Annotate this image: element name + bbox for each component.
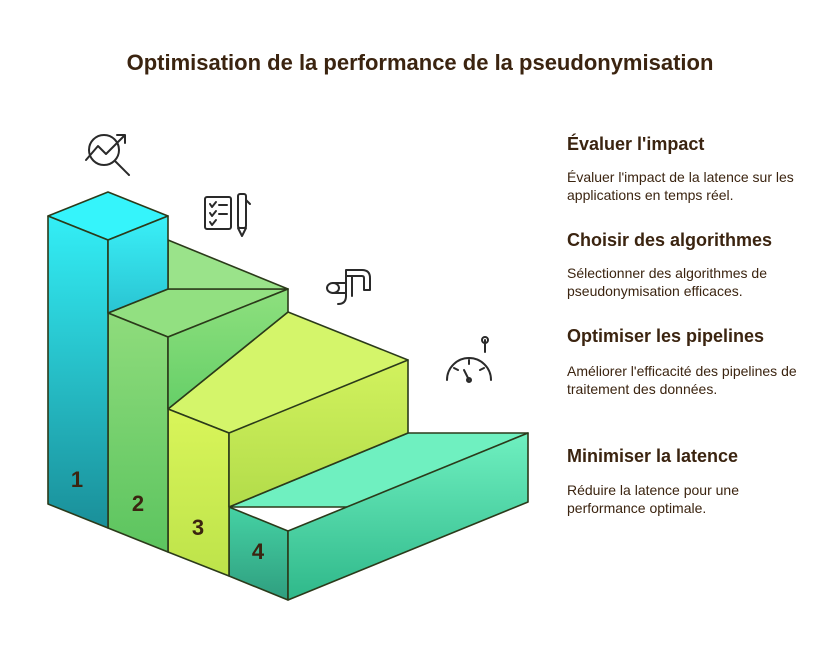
- gauge-icon: [446, 336, 492, 383]
- checklist-pen-icon: [204, 193, 251, 237]
- magnifier-trend-icon: [85, 134, 130, 176]
- step-4-description: Réduire la latence pour une performance …: [567, 482, 740, 516]
- step-4-right-face: [287, 432, 529, 601]
- step-1-title: Évaluer l'impact: [567, 134, 705, 154]
- step-1-front-face: [47, 215, 109, 529]
- page-title: Optimisation de la performance de la pse…: [126, 50, 714, 75]
- step-1-number: 1: [71, 467, 83, 492]
- step-2-front-face: [107, 312, 169, 553]
- step-2-right-face: [167, 288, 289, 410]
- step-3-description: Améliorer l'efficacité des pipelines de …: [567, 363, 797, 397]
- step-1-right-face: [107, 215, 169, 314]
- step-3-number: 3: [192, 515, 204, 540]
- step-4-title: Minimiser la latence: [567, 446, 739, 466]
- step-2-number: 2: [132, 491, 144, 516]
- step-2-description: Sélectionner des algorithmes de pseudony…: [567, 265, 768, 299]
- step-3-title: Optimiser les pipelines: [567, 326, 765, 346]
- step-4-number: 4: [252, 539, 265, 564]
- step-3-front-face: [167, 408, 230, 577]
- step-2-back-face: [167, 239, 289, 290]
- pipe-route-icon: [326, 269, 371, 305]
- step-2-title: Choisir des algorithmes: [567, 230, 773, 250]
- step-1-description: Évaluer l'impact de la latence sur les a…: [567, 169, 794, 203]
- step-3-right-face: [228, 359, 409, 508]
